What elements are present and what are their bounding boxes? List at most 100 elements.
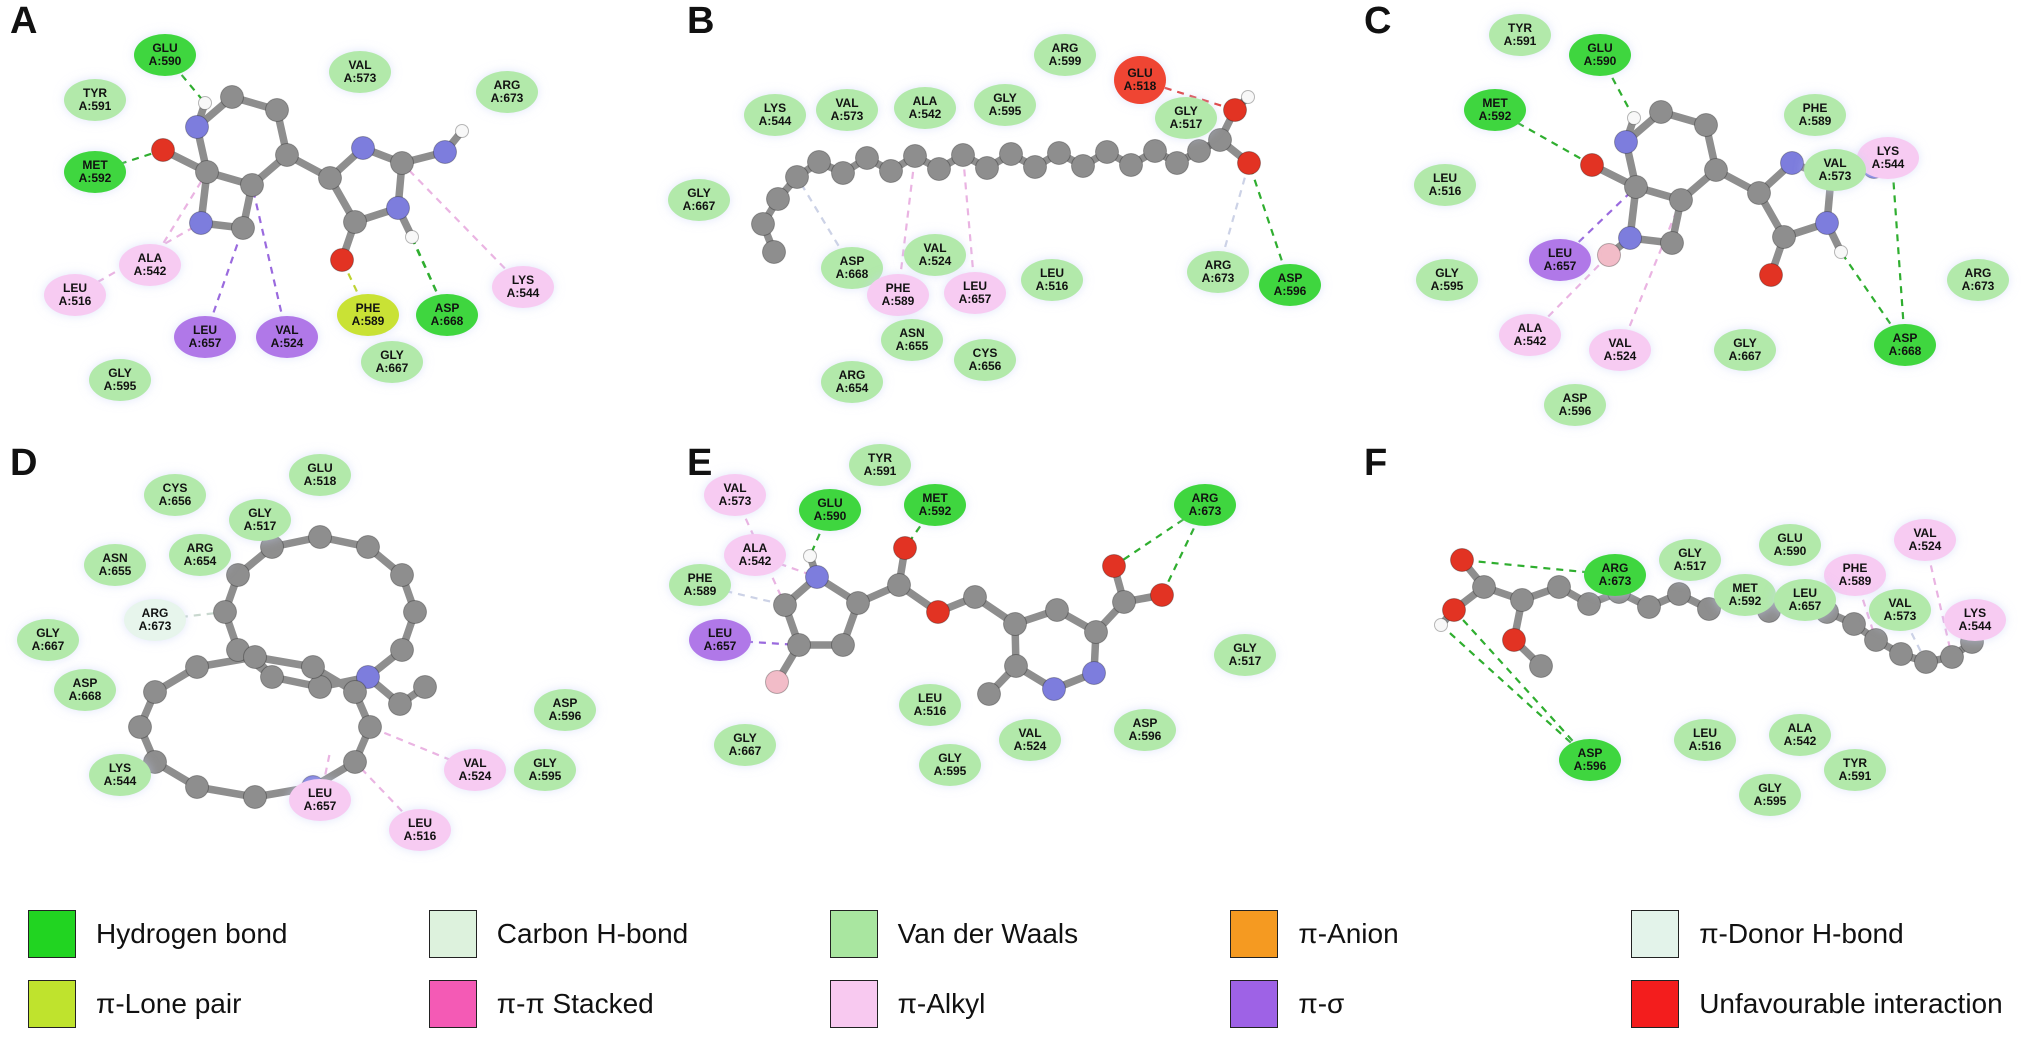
nitrogen-atom <box>433 140 457 164</box>
residue-position: A:589 <box>1838 574 1872 588</box>
carbon-atom <box>999 142 1023 166</box>
carbon-atom <box>1914 650 1938 674</box>
residue-position: A:596 <box>1128 729 1162 743</box>
carbon-atom <box>195 160 219 184</box>
carbon-atom <box>1667 582 1691 606</box>
residue-position: A:573 <box>343 71 377 85</box>
legend-swatch <box>428 980 477 1028</box>
residue-name: VAL <box>723 481 747 496</box>
residue-name: GLY <box>380 348 404 363</box>
residue-position: A:524 <box>458 769 492 783</box>
legend-label: Hydrogen bond <box>96 918 288 949</box>
residue-position: A:657 <box>1788 599 1822 613</box>
residue-name: VAL <box>463 756 487 771</box>
carbon-atom <box>213 600 237 624</box>
oxygen-atom <box>1759 263 1783 287</box>
residue-name: MET <box>1732 581 1758 596</box>
legend-label: π-Anion <box>1298 918 1399 949</box>
residue-position: A:516 <box>58 294 92 308</box>
nitrogen-atom <box>1042 677 1066 701</box>
carbon-atom <box>388 692 412 716</box>
carbon-atom <box>1624 175 1648 199</box>
residue-position: A:596 <box>1558 404 1592 418</box>
carbon-atom <box>855 146 879 170</box>
residue-position: A:592 <box>918 504 952 518</box>
nitrogen-atom <box>805 565 829 589</box>
legend-label: π-Donor H-bond <box>1699 918 1904 949</box>
hydrogen-atom <box>1434 618 1448 632</box>
hydrogen-atom <box>1834 245 1848 259</box>
residue-position: A:590 <box>1583 54 1617 68</box>
residue-name: LEU <box>308 786 332 801</box>
residue-name: GLY <box>1678 546 1702 561</box>
carbon-atom <box>773 593 797 617</box>
carbon-atom <box>1660 231 1684 255</box>
nitrogen-atom <box>189 211 213 235</box>
residue-position: A:596 <box>1573 759 1607 773</box>
carbon-atom <box>185 655 209 679</box>
residue-position: A:667 <box>375 361 409 375</box>
residue-position: A:544 <box>506 286 540 300</box>
carbon-atom <box>887 573 911 597</box>
oxygen-atom <box>1580 153 1604 177</box>
carbon-atom <box>240 173 264 197</box>
carbon-atom <box>1187 139 1211 163</box>
carbon-atom <box>807 150 831 174</box>
legend-item: π-Lone pair <box>28 980 429 1028</box>
legend-label: π-Lone pair <box>96 988 242 1019</box>
residue-name: ALA <box>137 251 163 266</box>
residue-name: GLY <box>1758 781 1782 796</box>
hydrogen-atom <box>405 230 419 244</box>
carbon-atom <box>1697 597 1721 621</box>
residue-position: A:673 <box>1598 574 1632 588</box>
legend-swatch <box>829 980 878 1028</box>
nitrogen-atom <box>1780 151 1804 175</box>
residue-name: ARG <box>141 606 169 621</box>
carbon-atom <box>1143 139 1167 163</box>
molecule-structure-A <box>74 54 524 338</box>
carbon-atom <box>1772 225 1796 249</box>
residue-position: A:589 <box>351 314 385 328</box>
residue-name: GLY <box>1435 266 1459 281</box>
carbon-atom <box>220 85 244 109</box>
residue-position: A:673 <box>490 91 524 105</box>
molecule-structure-C <box>1494 54 1907 351</box>
residue-name: CYS <box>972 346 998 361</box>
nitrogen-atom <box>185 115 209 139</box>
residue-name: LEU <box>408 816 432 831</box>
residue-position: A:516 <box>1035 279 1069 293</box>
residue-position: A:524 <box>1908 539 1942 553</box>
residue-position: A:573 <box>1883 609 1917 623</box>
residue-name: PHE <box>355 301 381 316</box>
residue-name: GLY <box>533 756 557 771</box>
residue-name: LEU <box>63 281 87 296</box>
residue-name: LEU <box>963 279 987 294</box>
residue-name: GLU <box>307 461 333 476</box>
legend-swatch <box>28 910 76 958</box>
oxygen-atom <box>1223 98 1247 122</box>
residue-name: ALA <box>912 94 938 109</box>
residue-position: A:591 <box>78 99 112 113</box>
residue-name: LYS <box>1876 144 1900 159</box>
residue-name: ARG <box>186 541 214 556</box>
